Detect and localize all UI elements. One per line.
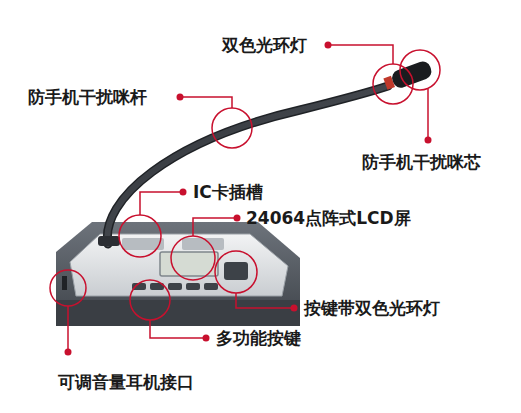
- base-housing: [56, 222, 300, 326]
- callout-label: IC卡插槽: [193, 181, 263, 203]
- top-panel: [70, 234, 288, 296]
- callout-label: 多功能按键: [216, 327, 301, 349]
- callout-label: 防手机干扰咪芯: [362, 151, 481, 173]
- callout-label: 24064点阵式LCD屏: [246, 207, 411, 229]
- headphone-jack: [62, 276, 67, 290]
- callout-label: 防手机干扰咪杆: [28, 86, 147, 108]
- speak-button: [224, 262, 248, 280]
- callout-label: 可调音量耳机接口: [58, 371, 194, 393]
- function-buttons: [132, 283, 218, 290]
- callout-label: 双色光环灯: [222, 34, 307, 56]
- base-front: [56, 300, 300, 326]
- callout-label: 按键带双色光环灯: [304, 297, 440, 319]
- neck-base: [98, 236, 120, 246]
